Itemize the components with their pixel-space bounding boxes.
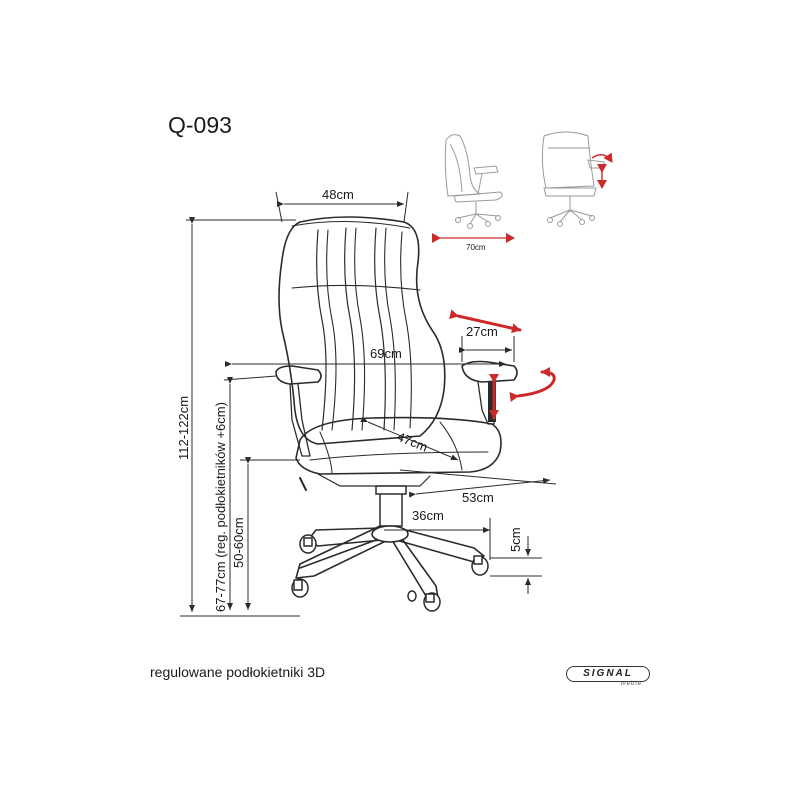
seat [295, 416, 502, 475]
back-view-arrows [591, 152, 613, 189]
arm-slide-arrow [449, 309, 522, 334]
model-name: Q-093 [168, 112, 232, 138]
label-seat-height: 50-60cm [231, 517, 246, 568]
label-top-width: 48cm [322, 187, 354, 202]
label-total-height: 112-122cm [176, 396, 191, 460]
label-recline-depth: 70cm [466, 243, 486, 252]
brand-name: SIGNAL [566, 666, 650, 682]
chair-base [295, 525, 485, 599]
right-armrest [461, 360, 518, 383]
label-inner-width: 69cm [370, 346, 402, 361]
label-armrest-width: 27cm [466, 324, 498, 339]
left-armrest [275, 365, 322, 385]
gas-lift [379, 489, 403, 527]
adjustment-arrows [449, 309, 556, 420]
chair-outline [275, 216, 518, 612]
dimension-labels: 48cm 27cm 69cm 47cm 53cm 36cm 5cm 112-12… [176, 187, 523, 612]
arm-rotate-arrow [509, 367, 556, 402]
back-view-thumbnail [541, 131, 605, 227]
brand-subtitle: meble [620, 681, 642, 687]
label-base-radius: 36cm [412, 508, 444, 523]
label-armrest-height: 67-77cm (reg. podłokietników +6cm) [213, 402, 228, 612]
label-overall-depth: 53cm [462, 490, 494, 505]
side-view-thumbnail [444, 134, 503, 229]
brand-logo: SIGNAL meble [566, 666, 650, 690]
dimension-lines [180, 191, 557, 617]
label-caster-height: 5cm [508, 527, 523, 552]
casters [291, 534, 489, 612]
backrest [278, 216, 446, 445]
caption: regulowane podłokietniki 3D [150, 664, 326, 680]
